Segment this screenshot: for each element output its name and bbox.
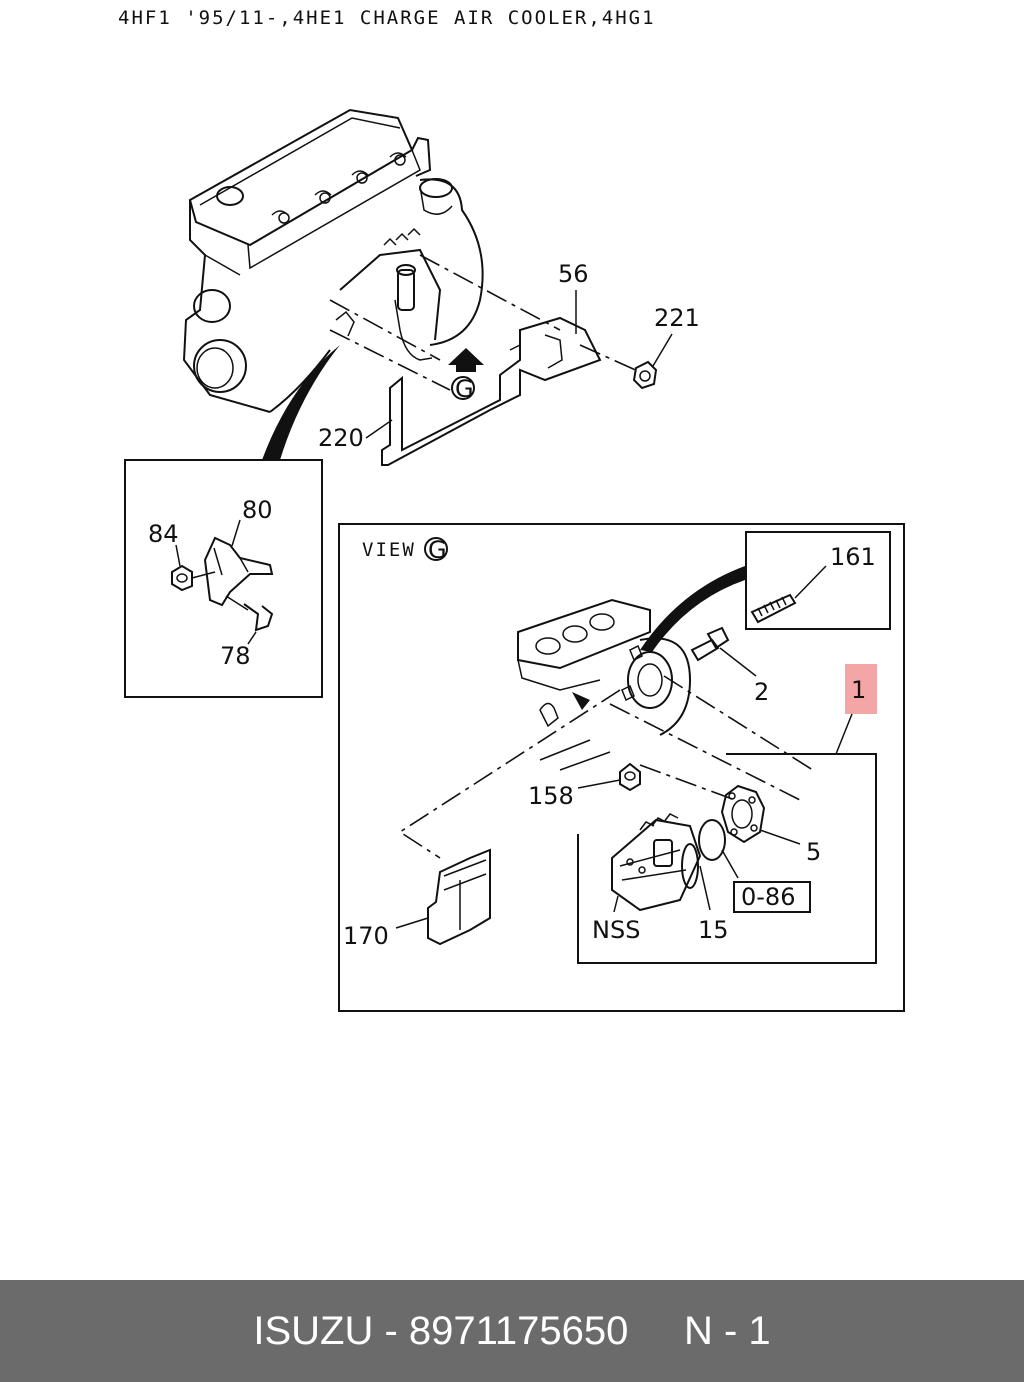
detail-box-bracket: [124, 459, 323, 698]
leader-dashed: [329, 329, 451, 391]
assembly-box-part-1: [577, 753, 877, 964]
leader-dashed: [398, 689, 621, 859]
leader-220: [365, 419, 393, 439]
leader-dashed: [419, 254, 561, 331]
part-label-158: 158: [528, 782, 574, 810]
part-label-2: 2: [754, 678, 769, 706]
callout-pointer-stud: [640, 566, 745, 652]
nut-84-icon: [171, 564, 193, 592]
flange-5-illustration: [720, 784, 766, 844]
bracket-panel: [381, 316, 602, 466]
direction-arrow-icon: [448, 348, 484, 372]
part-label-56: 56: [558, 260, 589, 288]
leader-80: [231, 519, 241, 547]
ref-label-0-86: 0-86: [741, 883, 795, 911]
part-label-161: 161: [830, 543, 876, 571]
ref-box-0-86: [733, 881, 811, 913]
leader-0-86: [721, 849, 739, 879]
part-label-170: 170: [343, 922, 389, 950]
part-1-highlight: [845, 664, 877, 714]
leader-170: [395, 917, 429, 929]
footer-part-number: 8971175650: [408, 1308, 629, 1353]
footer-separator: -: [373, 1308, 409, 1353]
view-g-marker-letter: G: [455, 375, 474, 403]
detail-box-stud: [745, 531, 891, 630]
leader-dashed: [329, 299, 441, 361]
o-ring-icon: [698, 819, 726, 861]
leader-84: [175, 544, 181, 567]
view-arrow-icon: [572, 692, 590, 710]
leader-1: [835, 713, 853, 755]
footer-gap: [628, 1309, 684, 1354]
view-label: VIEW: [362, 539, 416, 561]
part-label-84: 84: [148, 520, 179, 548]
diagram-title: 4HF1 '95/11-,4HE1 CHARGE AIR COOLER,4HG1: [118, 7, 656, 29]
part-label-15: 15: [698, 916, 729, 944]
cover-170-illustration: [427, 848, 491, 946]
bracket-80-illustration: [203, 536, 274, 607]
leader-161: [794, 565, 827, 599]
nut-221-icon: [632, 360, 658, 390]
part-label-1: 1: [851, 676, 866, 704]
leader-221: [652, 333, 673, 367]
part-label-221: 221: [654, 304, 700, 332]
leader-158: [577, 779, 621, 789]
nut-158-icon: [619, 762, 641, 792]
leader-15: [699, 865, 711, 911]
part-label-80: 80: [242, 496, 273, 524]
leader-dashed: [639, 764, 736, 801]
view-label-g-letter: G: [428, 536, 447, 564]
part-label-nss: NSS: [592, 916, 640, 944]
view-g-marker-icon: [451, 376, 475, 400]
bolt-2-icon: [690, 626, 730, 662]
bracket-leader: [191, 571, 216, 579]
bolt-78-icon: [225, 595, 274, 632]
leader-2: [719, 647, 757, 677]
engine-block-illustration: [182, 108, 484, 413]
part-label-220: 220: [318, 424, 364, 452]
callout-pointer: [262, 345, 340, 460]
leader-dashed: [609, 703, 801, 801]
engine-rear-illustration: [517, 598, 692, 771]
leader-dashed: [579, 344, 641, 373]
leader-5: [759, 829, 801, 845]
stud-161-icon: [750, 593, 797, 624]
part-label-78: 78: [220, 642, 251, 670]
leader-nss: [613, 895, 619, 913]
part-label-5: 5: [806, 838, 821, 866]
leader-dashed: [663, 675, 817, 773]
footer-brand: ISUZU: [253, 1308, 374, 1353]
footer-bar: ISUZU - 8971175650 N - 1: [0, 1280, 1024, 1382]
injection-pump-illustration: [611, 813, 702, 912]
footer-page: N - 1: [683, 1308, 771, 1353]
view-label-g-marker-icon: [424, 537, 448, 561]
leader-78: [247, 631, 257, 645]
